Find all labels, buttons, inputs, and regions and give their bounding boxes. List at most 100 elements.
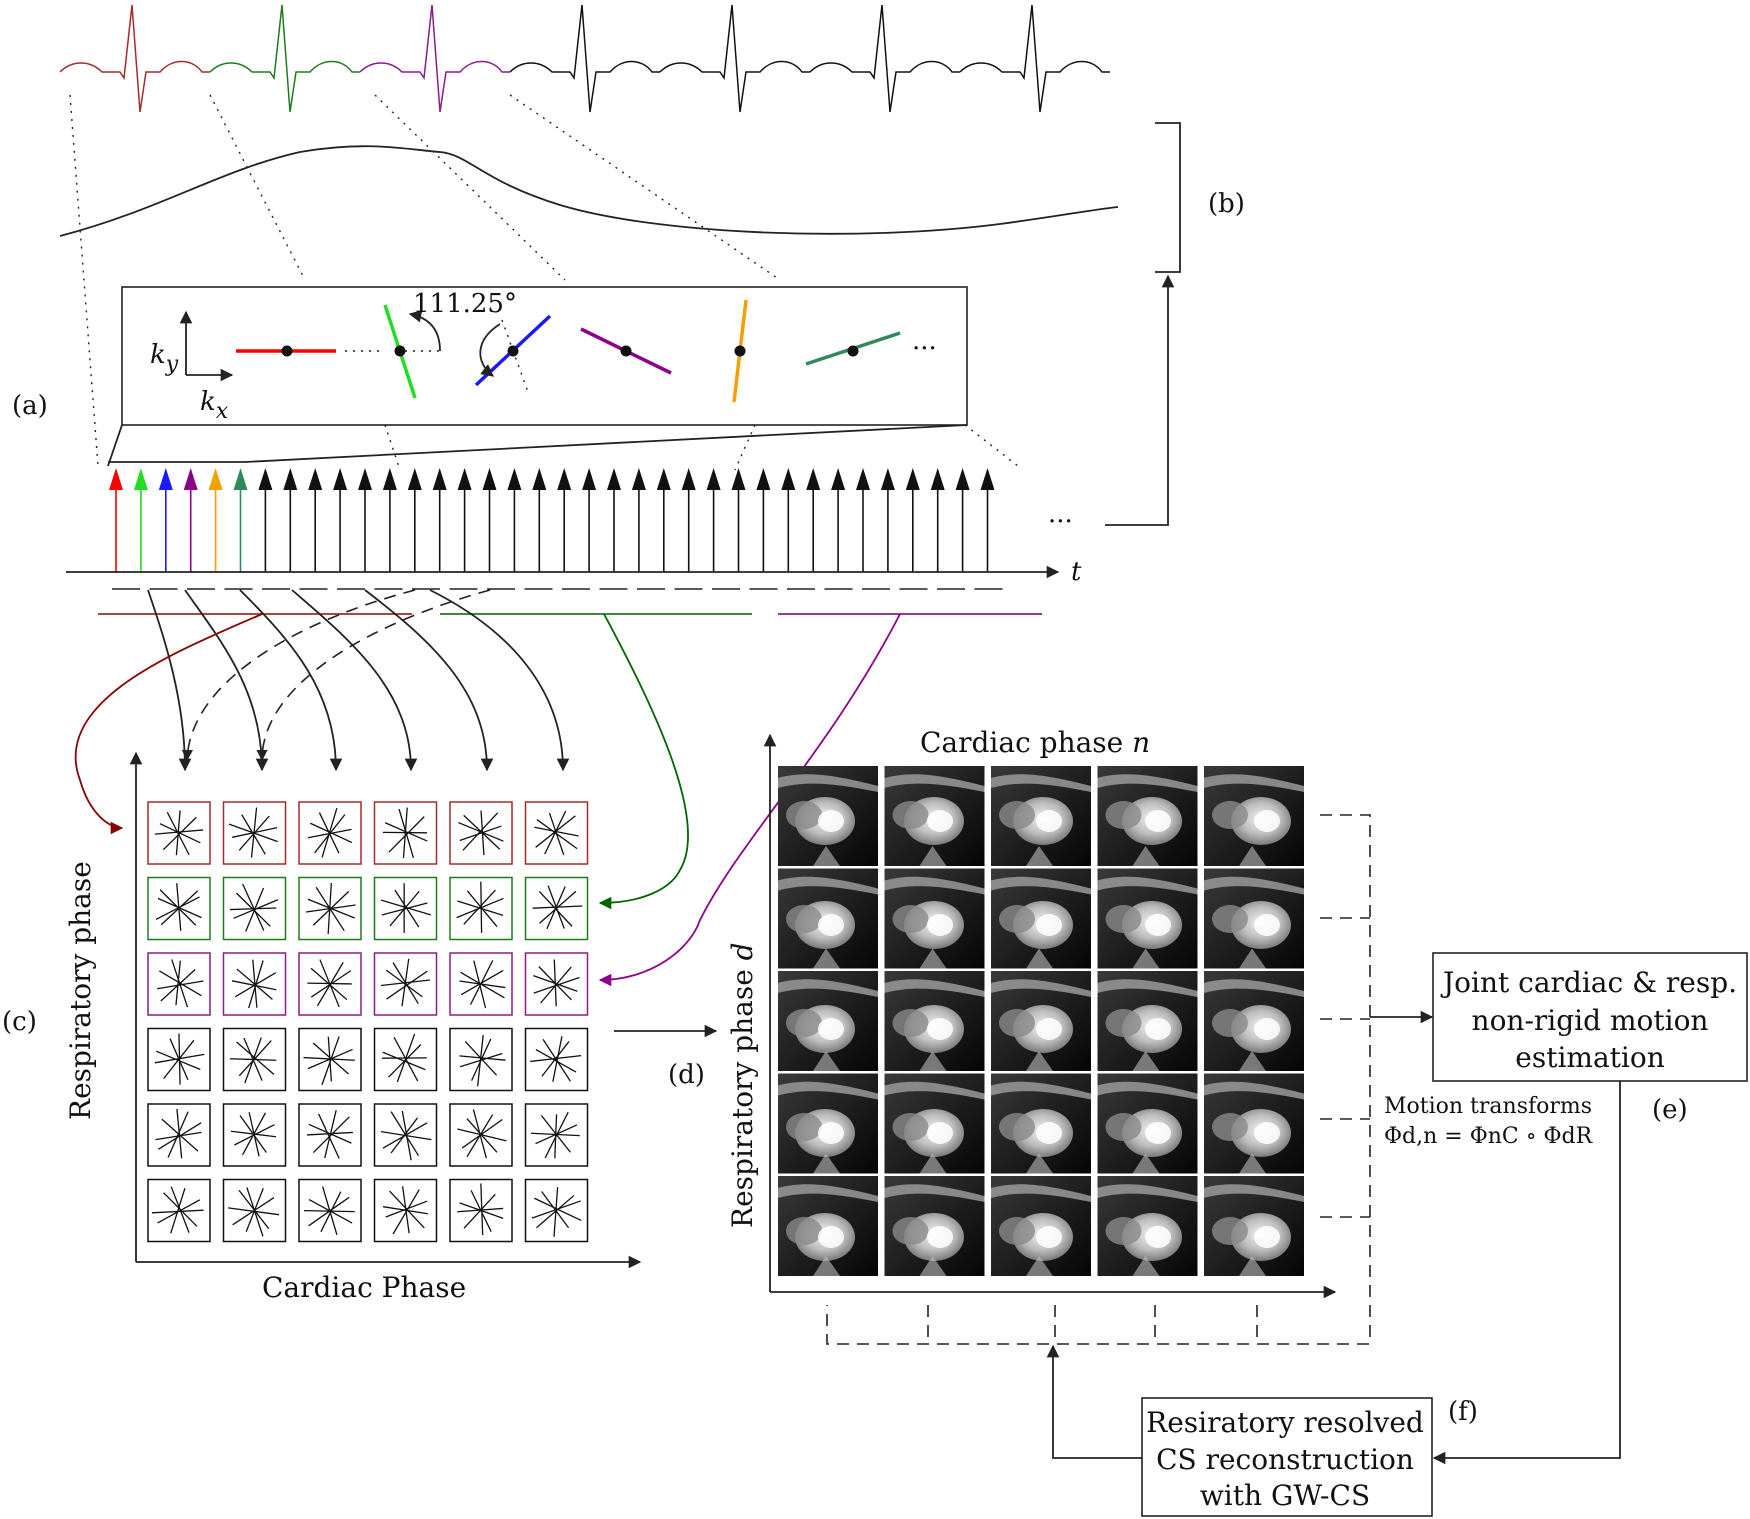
lung-region bbox=[786, 801, 822, 829]
mri-image-tile bbox=[884, 1073, 985, 1174]
bin-spoke bbox=[385, 1200, 428, 1218]
lung-region bbox=[892, 1217, 929, 1245]
readout-arrowhead bbox=[382, 468, 397, 490]
label-f: (f) bbox=[1448, 1397, 1478, 1427]
ventricle bbox=[1145, 1122, 1171, 1144]
acquisition-timeline bbox=[109, 468, 995, 572]
chest-wall bbox=[991, 1184, 1091, 1202]
bin-spoke bbox=[463, 889, 496, 925]
dotted-leaders bbox=[69, 94, 1019, 471]
mri-image-tile bbox=[1204, 1073, 1304, 1174]
bin-spoke bbox=[239, 1115, 267, 1153]
liver-dome bbox=[919, 846, 947, 866]
ventricle bbox=[927, 1122, 953, 1144]
ventricle bbox=[818, 810, 844, 832]
bin-spoke bbox=[544, 810, 567, 855]
ky-label: ky bbox=[150, 340, 179, 377]
bin-spoke bbox=[305, 904, 356, 913]
chest-wall bbox=[884, 1081, 985, 1100]
ecg-beat bbox=[959, 4, 1110, 113]
readout-arrowhead bbox=[258, 468, 273, 490]
liver-dome bbox=[813, 1256, 840, 1276]
arrow-to-bracket bbox=[1105, 274, 1175, 526]
chest-wall bbox=[1204, 1184, 1304, 1202]
bin-spoke bbox=[304, 1209, 355, 1213]
bin-spoke bbox=[160, 969, 196, 1002]
bin-spoke bbox=[459, 825, 502, 842]
mri-image-tile bbox=[991, 1176, 1091, 1276]
lung-region bbox=[1212, 1009, 1248, 1037]
chest-wall bbox=[1097, 876, 1198, 895]
lung-region bbox=[1105, 905, 1142, 933]
readout-arrowhead bbox=[756, 468, 771, 490]
bin-spoke bbox=[459, 980, 506, 989]
liver-dome bbox=[1132, 1051, 1160, 1071]
golden-angle-spokes: 111.25° ··· bbox=[236, 289, 937, 403]
bin-spoke bbox=[534, 826, 579, 837]
bin-spoke bbox=[457, 1207, 504, 1213]
bin-spoke bbox=[385, 969, 423, 998]
dashed-connectors bbox=[826, 814, 1371, 1345]
bin-spoke bbox=[318, 1113, 340, 1159]
reconstructed-image-grid bbox=[778, 766, 1304, 1276]
readout-arrowhead bbox=[308, 468, 323, 490]
mri-image-tile bbox=[1097, 1073, 1198, 1174]
readout-arrowhead bbox=[980, 468, 995, 490]
liver-dome bbox=[919, 1153, 947, 1174]
lung-region bbox=[999, 801, 1035, 829]
motion-box-line3: estimation bbox=[1515, 1041, 1665, 1074]
liver-dome bbox=[813, 846, 840, 866]
liver-dome bbox=[1026, 948, 1053, 969]
respiratory-signal-curve bbox=[59, 145, 1119, 237]
bin-spoke bbox=[316, 962, 344, 1007]
chest-wall bbox=[1204, 979, 1304, 997]
readout-arrowhead bbox=[283, 468, 298, 490]
ecg-beat bbox=[359, 4, 510, 113]
bin-spoke bbox=[540, 966, 572, 1004]
mri-image-tile bbox=[778, 971, 878, 1071]
bin-spoke bbox=[242, 883, 265, 931]
lung-region bbox=[1105, 1009, 1142, 1037]
bin-spoke bbox=[459, 1052, 503, 1068]
liver-dome bbox=[1132, 1256, 1160, 1276]
liver-dome bbox=[1239, 1051, 1266, 1071]
mri-image-tile bbox=[991, 1073, 1091, 1174]
chest-wall bbox=[884, 774, 985, 792]
liver-dome bbox=[813, 1153, 840, 1174]
bin-spoke bbox=[154, 1053, 205, 1064]
bin-spoke bbox=[250, 807, 258, 858]
chest-wall bbox=[1204, 774, 1304, 792]
lung-region bbox=[786, 905, 822, 933]
readout-arrowhead bbox=[407, 468, 422, 490]
binning-arrows bbox=[74, 589, 901, 987]
ventricle bbox=[1254, 1018, 1280, 1040]
chest-wall bbox=[1097, 1184, 1198, 1202]
readout-arrowhead bbox=[582, 468, 597, 490]
bin-spoke bbox=[401, 958, 410, 1007]
chest-wall bbox=[1097, 1081, 1198, 1100]
ventricle bbox=[1254, 1122, 1280, 1144]
lung-region bbox=[786, 1113, 822, 1141]
bin-spoke bbox=[392, 1189, 420, 1235]
readout-arrowhead bbox=[133, 468, 148, 490]
bin-spoke bbox=[460, 971, 505, 999]
ventricle bbox=[1254, 914, 1280, 936]
recon-box-line1: Resiratory resolved bbox=[1146, 1406, 1424, 1439]
bin-spoke bbox=[476, 1034, 484, 1087]
readout-arrowhead bbox=[109, 468, 123, 490]
bin-spoke bbox=[327, 1036, 333, 1082]
ventricle bbox=[927, 914, 953, 936]
grid-left-y-label: Respiratory phase bbox=[64, 861, 97, 1120]
ecg-beat bbox=[659, 4, 810, 113]
readout-arrowhead bbox=[880, 468, 895, 490]
bin-spoke bbox=[176, 1108, 183, 1159]
bin-spoke bbox=[458, 821, 504, 842]
mri-image-tile bbox=[778, 766, 878, 866]
liver-dome bbox=[1239, 948, 1266, 969]
lung-region bbox=[1212, 1113, 1248, 1141]
bin-spoke bbox=[463, 1193, 496, 1229]
readout-arrowhead bbox=[233, 468, 248, 490]
bin-spoke bbox=[386, 970, 428, 1000]
grid-right-title: Cardiac phase n bbox=[920, 726, 1150, 759]
